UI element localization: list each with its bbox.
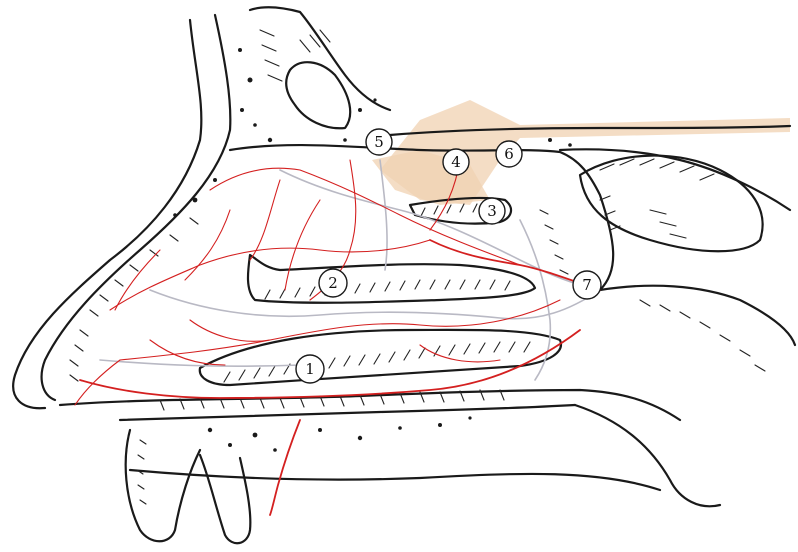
marker-2: 2	[319, 269, 347, 297]
marker-1: 1	[296, 355, 324, 383]
arteries	[75, 160, 600, 515]
bone-dot	[318, 428, 322, 432]
bone-dot	[273, 448, 277, 452]
tissue-tint-group	[372, 100, 790, 205]
marker-label: 2	[328, 274, 338, 292]
sphenoid-sinus-outline	[580, 156, 763, 252]
bone-dot	[358, 108, 362, 112]
nasal-bridge-outline	[13, 20, 201, 408]
marker-label: 1	[305, 360, 315, 378]
artery-branch	[110, 240, 430, 310]
bone-dot	[358, 436, 362, 440]
artery-branch	[185, 180, 320, 290]
marker-5: 5	[366, 129, 392, 155]
marker-label: 7	[582, 276, 592, 294]
bone-dot	[438, 423, 442, 427]
bone-dot	[548, 138, 552, 142]
bone-dot	[373, 98, 376, 101]
inner-bridge-outline	[42, 15, 231, 400]
soft-palate	[575, 405, 720, 506]
bone-dot	[240, 108, 244, 112]
marker-label: 6	[504, 145, 514, 163]
lip-outline	[126, 430, 200, 541]
bone-dot	[253, 123, 257, 127]
frontal-bone-outline	[250, 7, 390, 110]
bone-dot	[238, 48, 242, 52]
bone-dot	[228, 443, 232, 447]
bone-dot	[213, 178, 217, 182]
incisive-artery	[270, 420, 300, 515]
bone-dot	[253, 433, 258, 438]
marker-label: 5	[374, 133, 384, 151]
marker-label: 3	[487, 202, 497, 220]
vein	[520, 220, 550, 380]
bone-dot	[173, 213, 177, 217]
bone-dot	[208, 428, 212, 432]
bone-dot	[398, 426, 402, 430]
bone-dot	[193, 198, 198, 203]
marker-3: 3	[479, 198, 505, 224]
palate-lower	[120, 405, 575, 420]
bone-dot	[468, 416, 471, 419]
tooth-outline	[200, 455, 250, 543]
bone-dot	[568, 143, 572, 147]
middle-hatch	[265, 280, 510, 299]
marker-4: 4	[443, 149, 469, 175]
turbinates	[200, 198, 561, 385]
bone-dot	[268, 138, 272, 142]
marker-6: 6	[496, 141, 522, 167]
bone-dot	[248, 78, 253, 83]
frontal-sinus-outline	[286, 62, 350, 128]
inferior-turbinate	[200, 330, 561, 385]
vein	[150, 290, 600, 319]
bone-dot	[343, 138, 347, 142]
hatching	[70, 30, 765, 504]
nasopharynx-outline	[600, 286, 795, 345]
marker-7: 7	[573, 271, 601, 299]
marker-label: 4	[451, 153, 461, 171]
outer-contour	[13, 7, 795, 543]
